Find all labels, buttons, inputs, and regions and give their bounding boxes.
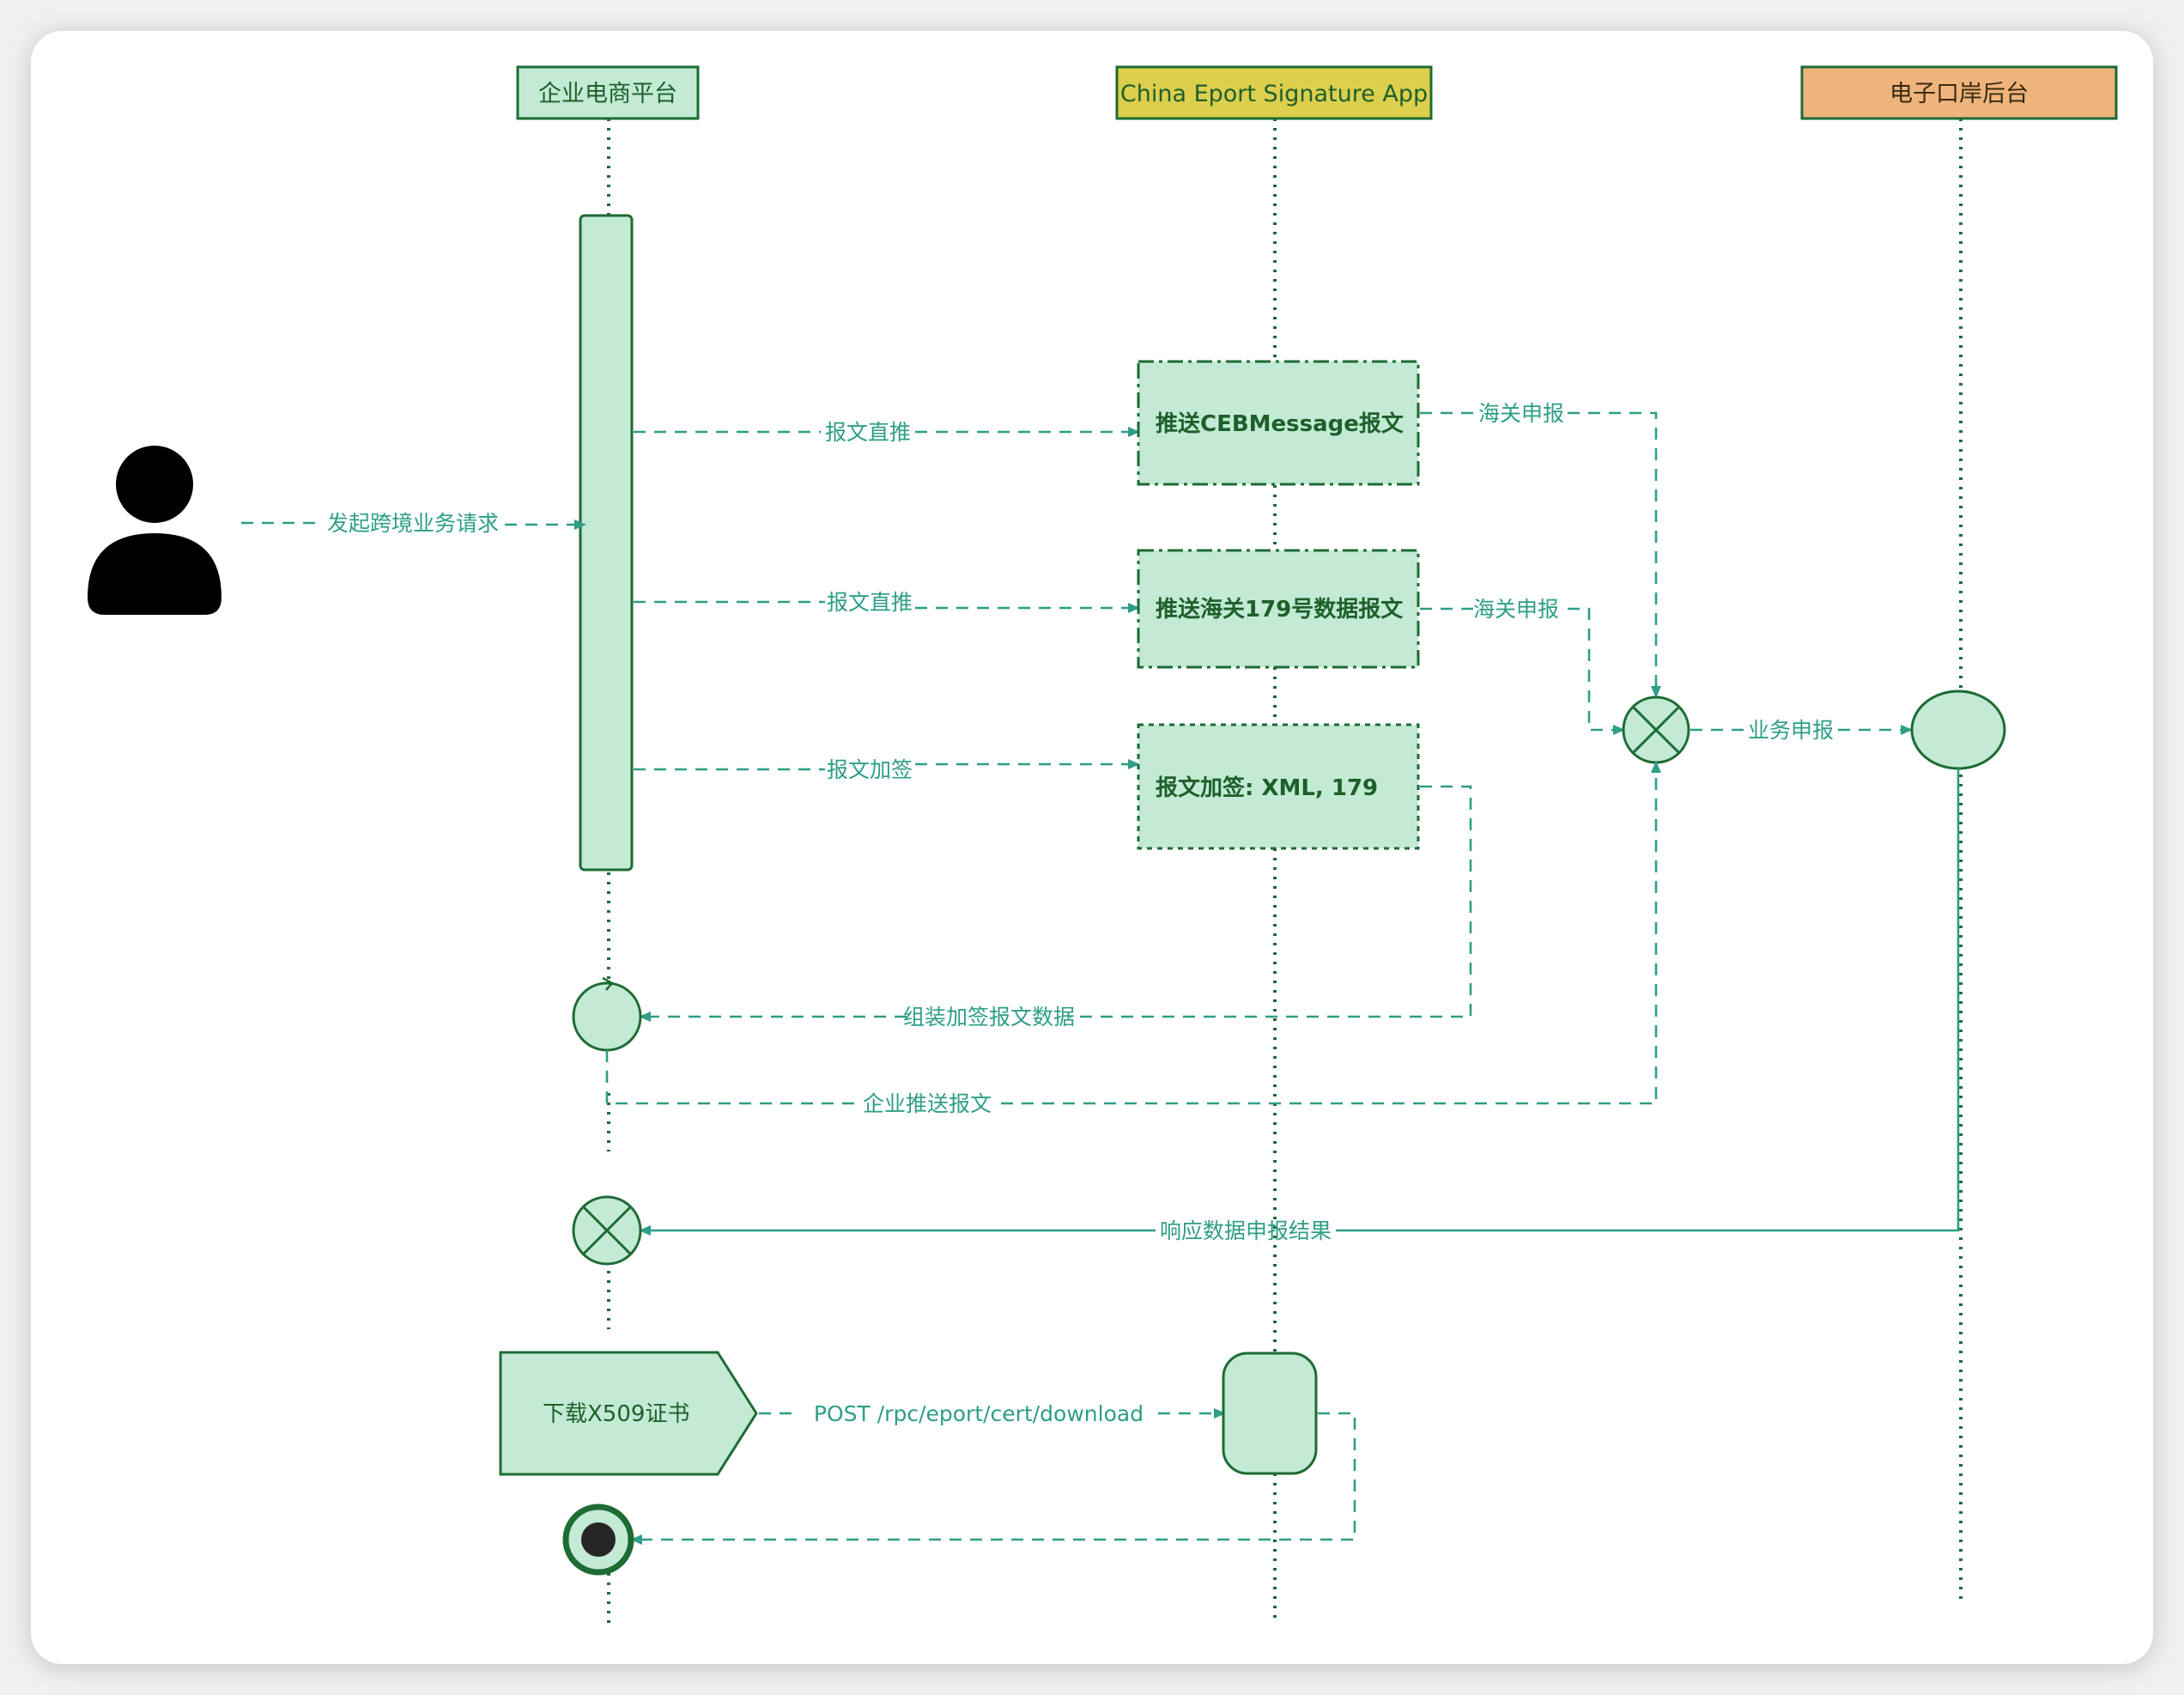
svg-text:电子口岸后台: 电子口岸后台 (1890, 81, 2029, 107)
activation-bar-enterprise (579, 214, 634, 872)
svg-text:推送CEBMessage报文: 推送CEBMessage报文 (1156, 410, 1404, 437)
box-download-cert: 下载X509证书 (499, 1351, 758, 1476)
svg-text:POST /rpc/eport/cert/download: POST /rpc/eport/cert/download (814, 1401, 1144, 1426)
message-customs-declare-1: 海关申报 (1420, 401, 1661, 698)
svg-text:报文加签: 报文加签 (827, 757, 913, 782)
actor-app: China Eport Signature App (1115, 65, 1433, 120)
user-icon (88, 446, 221, 615)
sequence-diagram: 企业电商平台 China Eport Signature App 电子口岸后台 … (88, 65, 2118, 1624)
end-node-icon (562, 1504, 634, 1576)
svg-text:报文直推: 报文直推 (825, 420, 911, 445)
message-return-download (630, 1412, 1356, 1545)
actor-enterprise: 企业电商平台 (516, 65, 700, 120)
svg-text:业务申报: 业务申报 (1748, 718, 1834, 743)
svg-text:报文直推: 报文直推 (827, 590, 913, 615)
svg-text:企业推送报文: 企业推送报文 (863, 1091, 992, 1116)
box-sign: 报文加签: XML, 179 (1137, 723, 1420, 850)
response-gateway-icon (572, 1195, 642, 1266)
svg-text:响应数据申报结果: 响应数据申报结果 (1160, 1218, 1332, 1243)
svg-text:推送海关179号数据报文: 推送海关179号数据报文 (1156, 596, 1404, 623)
svg-text:组装加签报文数据: 组装加签报文数据 (903, 1005, 1075, 1030)
box-push-ceb: 推送CEBMessage报文 (1137, 360, 1420, 486)
message-assemble: 组装加签报文数据 (639, 785, 1472, 1030)
message-customs-declare-2: 海关申报 (1420, 597, 1625, 735)
svg-text:企业电商平台: 企业电商平台 (538, 81, 677, 107)
message-direct-push-1: 报文直推 (634, 420, 1140, 445)
svg-text:下载X509证书: 下载X509证书 (543, 1401, 689, 1427)
svg-text:China Eport Signature App: China Eport Signature App (1120, 81, 1428, 107)
gateway-merge-icon (1622, 696, 1690, 764)
message-enterprise-push: 企业推送报文 (605, 761, 1661, 1116)
svg-text:海关申报: 海关申报 (1478, 401, 1564, 426)
message-initiate: 发起跨境业务请求 (241, 511, 586, 536)
backend-node (1910, 690, 2006, 770)
download-endpoint-node (1222, 1352, 1318, 1475)
receive-node (572, 976, 642, 1052)
svg-text:海关申报: 海关申报 (1473, 597, 1559, 622)
message-sign: 报文加签 (634, 757, 1140, 782)
svg-text:报文加签: XML, 179: 报文加签: XML, 179 (1156, 775, 1378, 801)
message-direct-push-2: 报文直推 (634, 590, 1140, 615)
message-business-declare: 业务申报 (1690, 718, 1913, 743)
actor-backend: 电子口岸后台 (1800, 65, 2118, 120)
diagram-card: 企业电商平台 China Eport Signature App 电子口岸后台 … (31, 31, 2153, 1664)
message-post: POST /rpc/eport/cert/download (759, 1401, 1226, 1426)
svg-text:发起跨境业务请求: 发起跨境业务请求 (327, 511, 499, 536)
box-push-179: 推送海关179号数据报文 (1137, 549, 1420, 669)
message-response: 响应数据申报结果 (639, 769, 1960, 1243)
